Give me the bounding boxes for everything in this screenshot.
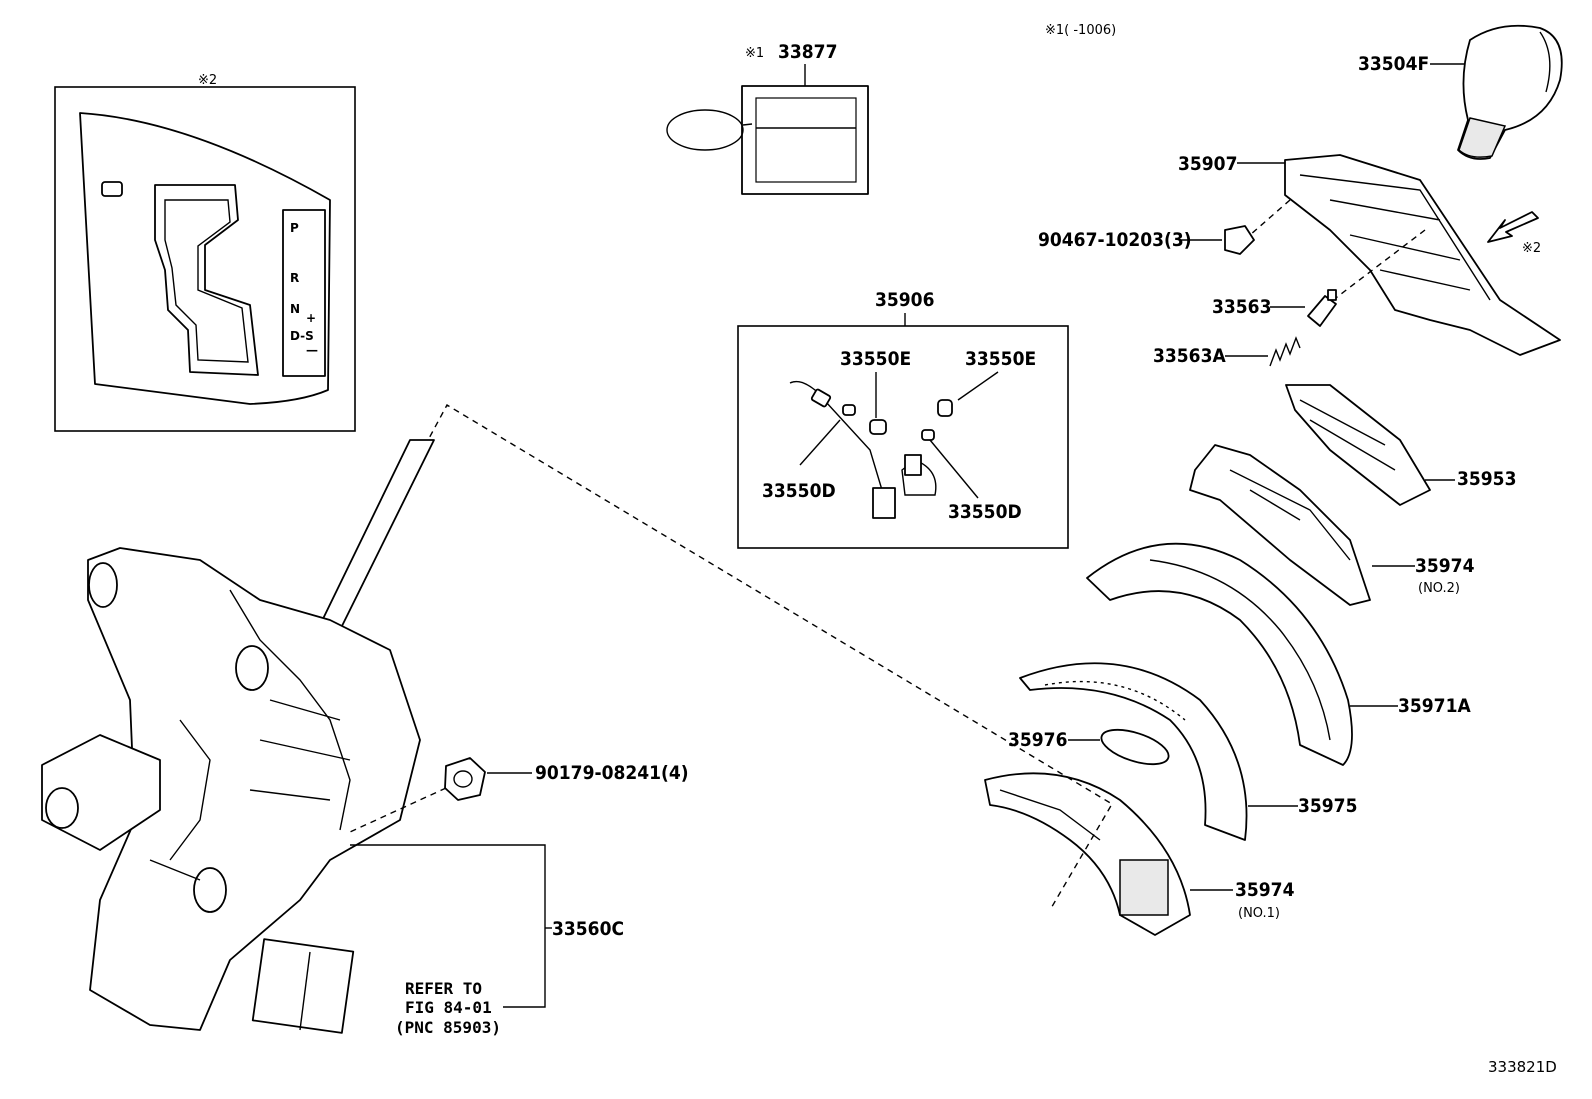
connector-right	[904, 454, 922, 476]
disc-icon	[1100, 728, 1170, 766]
clip-icon	[1224, 225, 1255, 255]
callout-33550E-a: 33550E	[840, 348, 911, 370]
part-33563-pin: 33563	[1212, 289, 1337, 327]
part-35971A-cover: 35971A	[1086, 542, 1471, 766]
gate-label-ds: D-S	[290, 329, 314, 343]
callout-33550D-b: 33550D	[948, 501, 1022, 523]
inset-shift-panel-view: ※2 P R N D-S + —	[54, 73, 356, 432]
bulb-b	[937, 399, 953, 417]
callout-35971A: 35971A	[1398, 695, 1471, 717]
pivot-upper	[88, 562, 118, 608]
gate-label-p: P	[290, 221, 299, 235]
plate-loop-cord	[666, 109, 744, 151]
callout-35974-no2-sub: (NO.2)	[1418, 581, 1460, 596]
shift-gate-inner	[164, 199, 249, 363]
view-arrow-icon	[1487, 211, 1539, 243]
gate-indicator-strip	[282, 209, 326, 377]
callout-35976: 35976	[1008, 729, 1067, 751]
inset-view-mark: ※2	[198, 73, 217, 88]
part-35975-indicator: 35975	[1019, 662, 1357, 841]
view-mark-right: ※2	[1522, 241, 1541, 256]
part-33563A-spring: 33563A	[1153, 336, 1301, 367]
part-35953-plate: 35953	[1285, 384, 1516, 506]
callout-33563A: 33563A	[1153, 345, 1226, 367]
kit-frame	[737, 325, 1069, 549]
shift-gate-outer	[154, 184, 259, 376]
callout-90467: 90467-10203(3)	[1038, 229, 1192, 251]
callout-35907: 35907	[1178, 153, 1237, 175]
connector-left	[872, 487, 896, 519]
callout-33563: 33563	[1212, 296, 1271, 318]
bulb-a	[869, 419, 887, 435]
part-90179-nut: 90179-08241(4)	[349, 757, 689, 833]
nut-icon	[444, 757, 486, 801]
bolt-hole-left	[45, 787, 79, 829]
callout-33550E-b: 33550E	[965, 348, 1036, 370]
panel-button-icon	[101, 181, 123, 197]
callout-90179: 90179-08241(4)	[535, 762, 689, 784]
callout-33504F: 33504F	[1358, 53, 1429, 75]
callout-33877: 33877	[778, 41, 837, 63]
note-top: ※1( -1006)	[1045, 23, 1116, 38]
spring-icon	[1269, 336, 1301, 367]
part-33504F-shift-knob: 33504F	[1358, 24, 1563, 160]
callout-35975: 35975	[1298, 795, 1357, 817]
part-35907-upper-housing: 35907 ※2	[1178, 153, 1561, 356]
indicator-35975	[1019, 662, 1248, 841]
part-90467-clip: 90467-10203(3)	[1038, 225, 1255, 255]
pivot-lower	[193, 867, 227, 913]
knob-collar	[1458, 117, 1507, 158]
shift-lever-rod	[319, 439, 435, 631]
socket-wire-left	[789, 380, 883, 491]
part-35974-no2: 35974 (NO.2)	[1189, 444, 1475, 606]
callout-bracket-33560C	[350, 844, 546, 1008]
housing-body	[1284, 154, 1561, 356]
callout-33550D-a: 33550D	[762, 480, 836, 502]
label-plate	[741, 85, 869, 195]
pivot-middle	[235, 645, 269, 691]
gate-label-plus: +	[306, 311, 316, 325]
gate-label-r: R	[290, 271, 299, 285]
part-35974-no1: 35974 (NO.1)	[984, 772, 1295, 936]
refer-line-1: REFER TO	[405, 979, 482, 998]
figure-code: 333821D	[1488, 1058, 1557, 1076]
cover-no2	[1189, 444, 1371, 606]
gate-label-minus: —	[306, 343, 318, 357]
plate-35953	[1285, 384, 1431, 506]
cover-35971A	[1086, 542, 1353, 766]
callout-35974-no1: 35974	[1235, 879, 1295, 901]
gate-label-n: N	[290, 302, 300, 316]
refer-line-3: (PNC 85903)	[395, 1018, 501, 1037]
callout-33877-mark: ※1	[745, 46, 764, 61]
callout-35974-no1-sub: (NO.1)	[1238, 906, 1280, 921]
part-33877-label-plate: ※1 33877	[666, 41, 869, 195]
part-35976-disc: 35976	[1008, 728, 1170, 766]
callout-35953: 35953	[1457, 468, 1516, 490]
callout-35974-no2: 35974	[1415, 555, 1475, 577]
refer-line-2: FIG 84-01	[405, 998, 492, 1017]
part-35906-bulb-kit: 35906 33550E 33550E 33550D 33550D	[737, 289, 1069, 549]
lever-sensor-module	[251, 938, 355, 1034]
callout-35906: 35906	[875, 289, 934, 311]
callout-33560C: 33560C	[552, 918, 624, 940]
part-33560C-shift-lever-assy	[41, 439, 435, 1034]
pin-icon	[1307, 295, 1337, 327]
